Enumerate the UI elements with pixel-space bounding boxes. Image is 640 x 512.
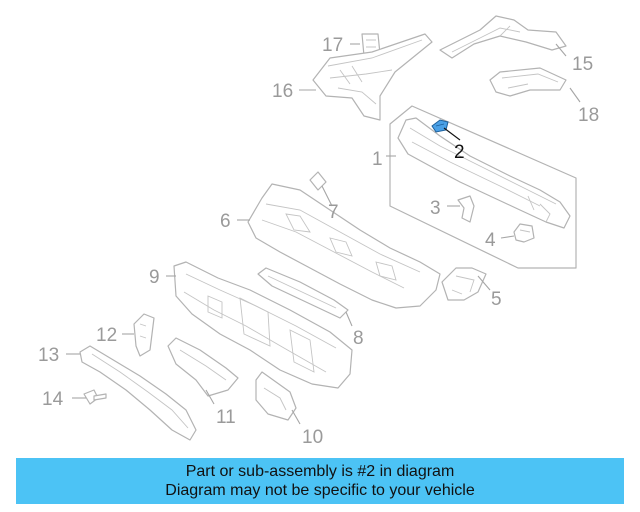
callout-10: 10 (302, 427, 323, 448)
part-12-plate (133, 313, 155, 357)
callout-14: 14 (42, 389, 64, 410)
callout-9: 9 (149, 267, 160, 288)
part-9-dash-lower (173, 261, 353, 389)
callout-6: 6 (220, 211, 231, 232)
part-3-bracket (457, 195, 475, 223)
callout-1: 1 (372, 149, 383, 170)
parts-diagram: 1 2 3 4 5 6 7 8 9 10 11 12 13 14 15 16 1… (38, 15, 599, 448)
callout-2: 2 (454, 142, 465, 163)
part-18-bracket (489, 67, 567, 97)
part-15-cowl-top (439, 15, 567, 59)
part-1-cowl-panel (397, 117, 571, 229)
callout-17: 17 (322, 35, 343, 56)
callout-13: 13 (38, 345, 59, 366)
part-2-highlighted (431, 119, 449, 133)
callout-11: 11 (216, 407, 236, 428)
callout-3: 3 (430, 198, 441, 219)
part-10-bracket (255, 371, 297, 421)
assembly-1-box (389, 105, 577, 269)
callout-7: 7 (328, 202, 339, 223)
part-13-side-rail (79, 345, 197, 441)
callout-12: 12 (96, 325, 117, 346)
part-16-cowl-side (312, 33, 433, 121)
leader-lines (66, 43, 581, 425)
part-5-bracket (441, 267, 487, 301)
part-7-tab (309, 171, 327, 191)
callout-8: 8 (353, 328, 364, 349)
banner-line-1: Part or sub-assembly is #2 in diagram (185, 463, 455, 480)
banner-line-2: Diagram may not be specific to your vehi… (165, 482, 475, 499)
callout-labels: 1 2 3 4 5 6 7 8 9 10 11 12 13 14 15 16 1… (38, 35, 599, 448)
part-8-reinforcement (257, 267, 349, 319)
callout-5: 5 (491, 289, 502, 310)
callout-15: 15 (572, 54, 593, 75)
callout-16: 16 (272, 81, 293, 102)
part-6-dash-upper (247, 183, 441, 309)
callout-18: 18 (578, 105, 599, 126)
callout-4: 4 (485, 230, 496, 251)
info-banner: Part or sub-assembly is #2 in diagram Di… (16, 458, 624, 504)
part-4-bracket (513, 223, 535, 243)
part-14-bolt (83, 389, 107, 405)
part-11-panel (167, 337, 239, 397)
